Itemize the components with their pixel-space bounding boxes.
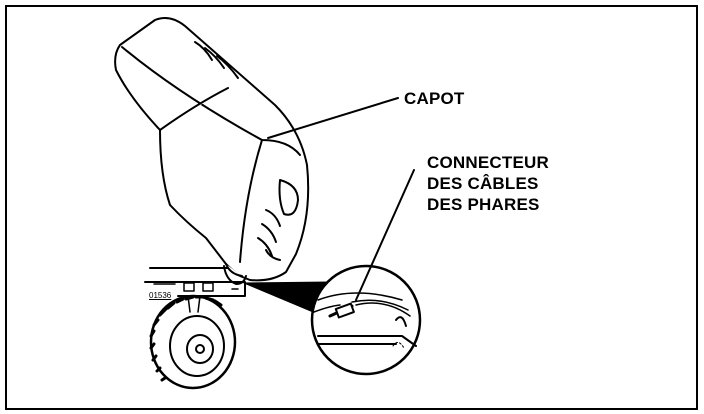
connector-label-line-2: DES CÂBLES: [427, 174, 539, 193]
magnifier-detail: [310, 264, 422, 376]
connector-label-line-3: DES PHARES: [427, 195, 540, 214]
leader-lines: [267, 97, 415, 301]
hood-label: CAPOT: [404, 89, 465, 108]
mower-deck: [144, 267, 246, 313]
connector-label-line-1: CONNECTEUR: [427, 153, 549, 172]
headlight-connector-label: CONNECTEUR DES CÂBLES DES PHARES: [427, 152, 549, 215]
part-number: 01536: [149, 291, 172, 300]
hood-vents: [194, 41, 299, 261]
hood-pivot: [223, 265, 247, 285]
front-wheel: [149, 294, 237, 390]
hood-outline: [114, 17, 310, 282]
